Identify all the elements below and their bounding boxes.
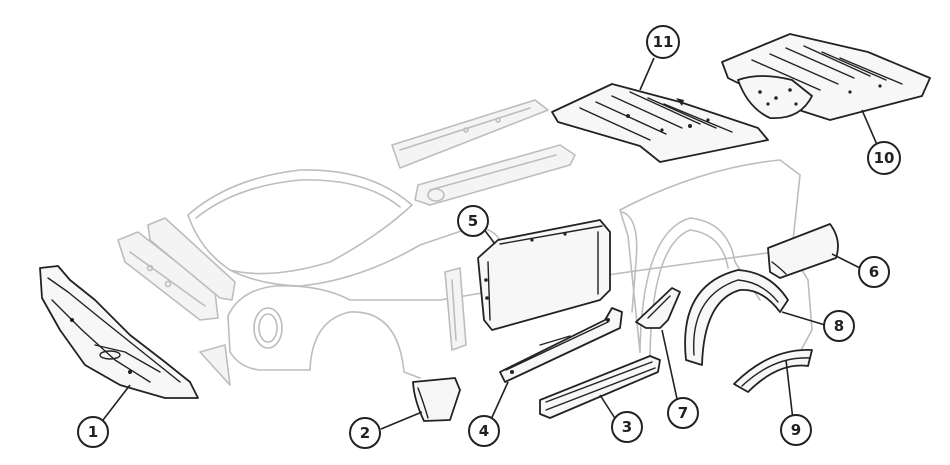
leader-2 <box>380 411 423 430</box>
callout-8-label: 8 <box>834 317 844 335</box>
callout-6-label: 6 <box>869 263 879 281</box>
pillar-panel-part <box>635 287 681 329</box>
callout-2-label: 2 <box>360 424 370 442</box>
front-wheel-arch-part <box>733 349 813 393</box>
leader-1 <box>102 384 131 421</box>
rear-wheel-arch-part <box>684 269 789 366</box>
callout-3: 3 <box>611 411 643 443</box>
leader-10 <box>861 109 879 148</box>
leader-lines <box>102 57 879 430</box>
callout-1-label: 1 <box>88 423 98 441</box>
rear-corner-panel-part <box>767 223 839 279</box>
floor-pan-part-11 <box>551 83 769 163</box>
callout-10: 10 <box>867 141 901 175</box>
leader-4 <box>488 381 509 425</box>
leader-11 <box>639 57 655 91</box>
front-valance-part <box>39 265 199 399</box>
callout-11: 11 <box>646 25 680 59</box>
front-corner-panel-part <box>412 377 461 422</box>
leader-7 <box>661 329 680 409</box>
callouts: 1 2 3 4 5 6 7 8 <box>77 25 901 449</box>
callout-7: 7 <box>667 397 699 429</box>
callout-4-label: 4 <box>479 422 489 440</box>
callout-7-label: 7 <box>678 404 688 422</box>
callout-4: 4 <box>468 415 500 447</box>
callout-9: 9 <box>780 414 812 446</box>
outer-sill-part <box>539 355 661 419</box>
inner-sill-part <box>499 307 623 383</box>
leader-9 <box>785 359 794 421</box>
callout-10-label: 10 <box>874 149 895 167</box>
callout-1: 1 <box>77 416 109 448</box>
door-part <box>477 219 611 331</box>
callout-2: 2 <box>349 417 381 449</box>
callout-6: 6 <box>858 256 890 288</box>
callout-9-label: 9 <box>791 421 801 439</box>
callout-11-label: 11 <box>653 33 674 51</box>
car-body-outline <box>117 99 813 386</box>
floor-pan-part-10 <box>721 33 931 121</box>
callout-8: 8 <box>823 310 855 342</box>
leader-6 <box>831 253 863 270</box>
callout-5-label: 5 <box>468 212 478 230</box>
callout-3-label: 3 <box>622 418 632 436</box>
leader-8 <box>781 311 826 326</box>
callout-5: 5 <box>457 205 489 237</box>
